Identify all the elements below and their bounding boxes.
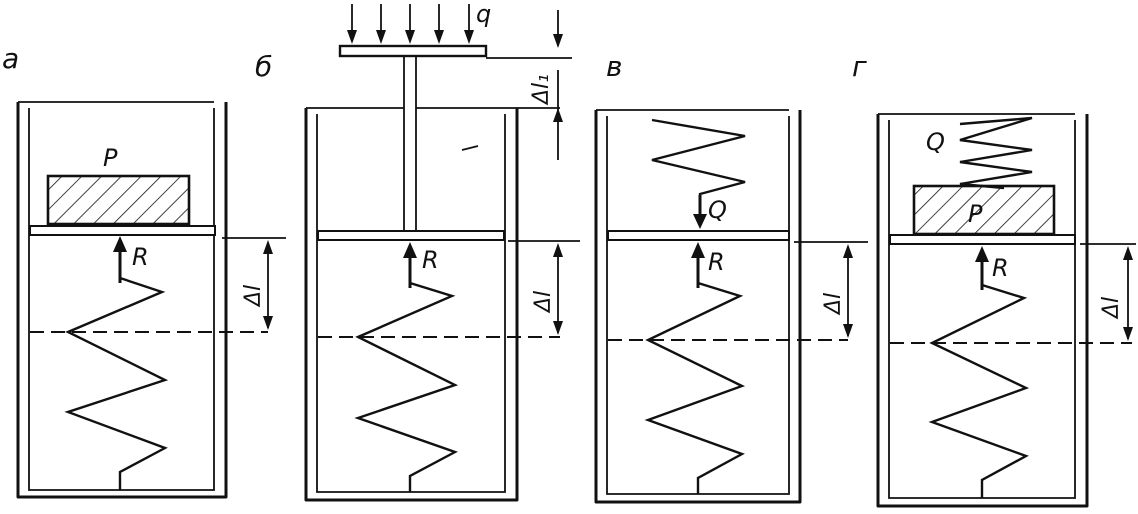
panel-a-piston-plate	[29, 225, 216, 236]
panel-g-reaction-label: R	[992, 254, 1009, 282]
panel-v-reaction-label: R	[708, 248, 725, 276]
panel-a-weight-label: P	[103, 144, 118, 172]
panel-b-cylinder	[304, 108, 519, 502]
panel-b-distributed-load-arrows	[347, 4, 474, 44]
panel-v-cylinder	[594, 110, 802, 504]
panel-g-letter: г	[852, 50, 867, 83]
panel-g-spring	[928, 283, 1030, 498]
panel-a-letter: a	[2, 42, 19, 75]
panel-g-upper-load-label: Q	[926, 128, 945, 156]
panel-v-spring	[644, 281, 746, 494]
panel-b-delta1-label: Δl₁	[529, 74, 554, 106]
panel-b-spring	[354, 281, 459, 492]
panel-g-upper-spring	[959, 116, 1033, 190]
panel-v-letter: в	[606, 50, 623, 83]
panel-a-weight-block	[46, 174, 191, 226]
panel-b-load-plate	[338, 44, 488, 58]
panel-b-delta-label: Δl	[531, 291, 556, 314]
panel-a: a P R Δl	[2, 42, 286, 499]
panel-b-piston-plate	[317, 230, 505, 241]
panel-b-load-label: q	[476, 0, 491, 28]
panel-v-upper-load-label: Q	[708, 196, 727, 224]
panel-v: в Q R Δl	[594, 50, 868, 504]
panel-b-reaction-label: R	[422, 246, 439, 274]
panel-g-piston-plate	[889, 234, 1076, 245]
panel-v-piston-plate	[607, 230, 790, 241]
panel-g-delta-label: Δl	[1099, 297, 1124, 320]
panel-a-cylinder	[16, 102, 228, 499]
panel-a-reaction-label: R	[132, 243, 149, 271]
panel-b-letter: б	[255, 50, 272, 83]
panel-g-cylinder	[876, 114, 1089, 508]
panel-a-spring	[64, 276, 169, 490]
panel-v-upper-spring	[651, 118, 746, 205]
panel-b: б q R	[255, 0, 580, 502]
panel-g: г Q P R Δl	[852, 50, 1136, 508]
panel-g-weight-block	[912, 184, 1056, 236]
panel-v-delta-label: Δl	[821, 293, 846, 316]
panel-g-weight-label: P	[968, 200, 983, 228]
panel-a-delta-label: Δl	[241, 285, 266, 308]
